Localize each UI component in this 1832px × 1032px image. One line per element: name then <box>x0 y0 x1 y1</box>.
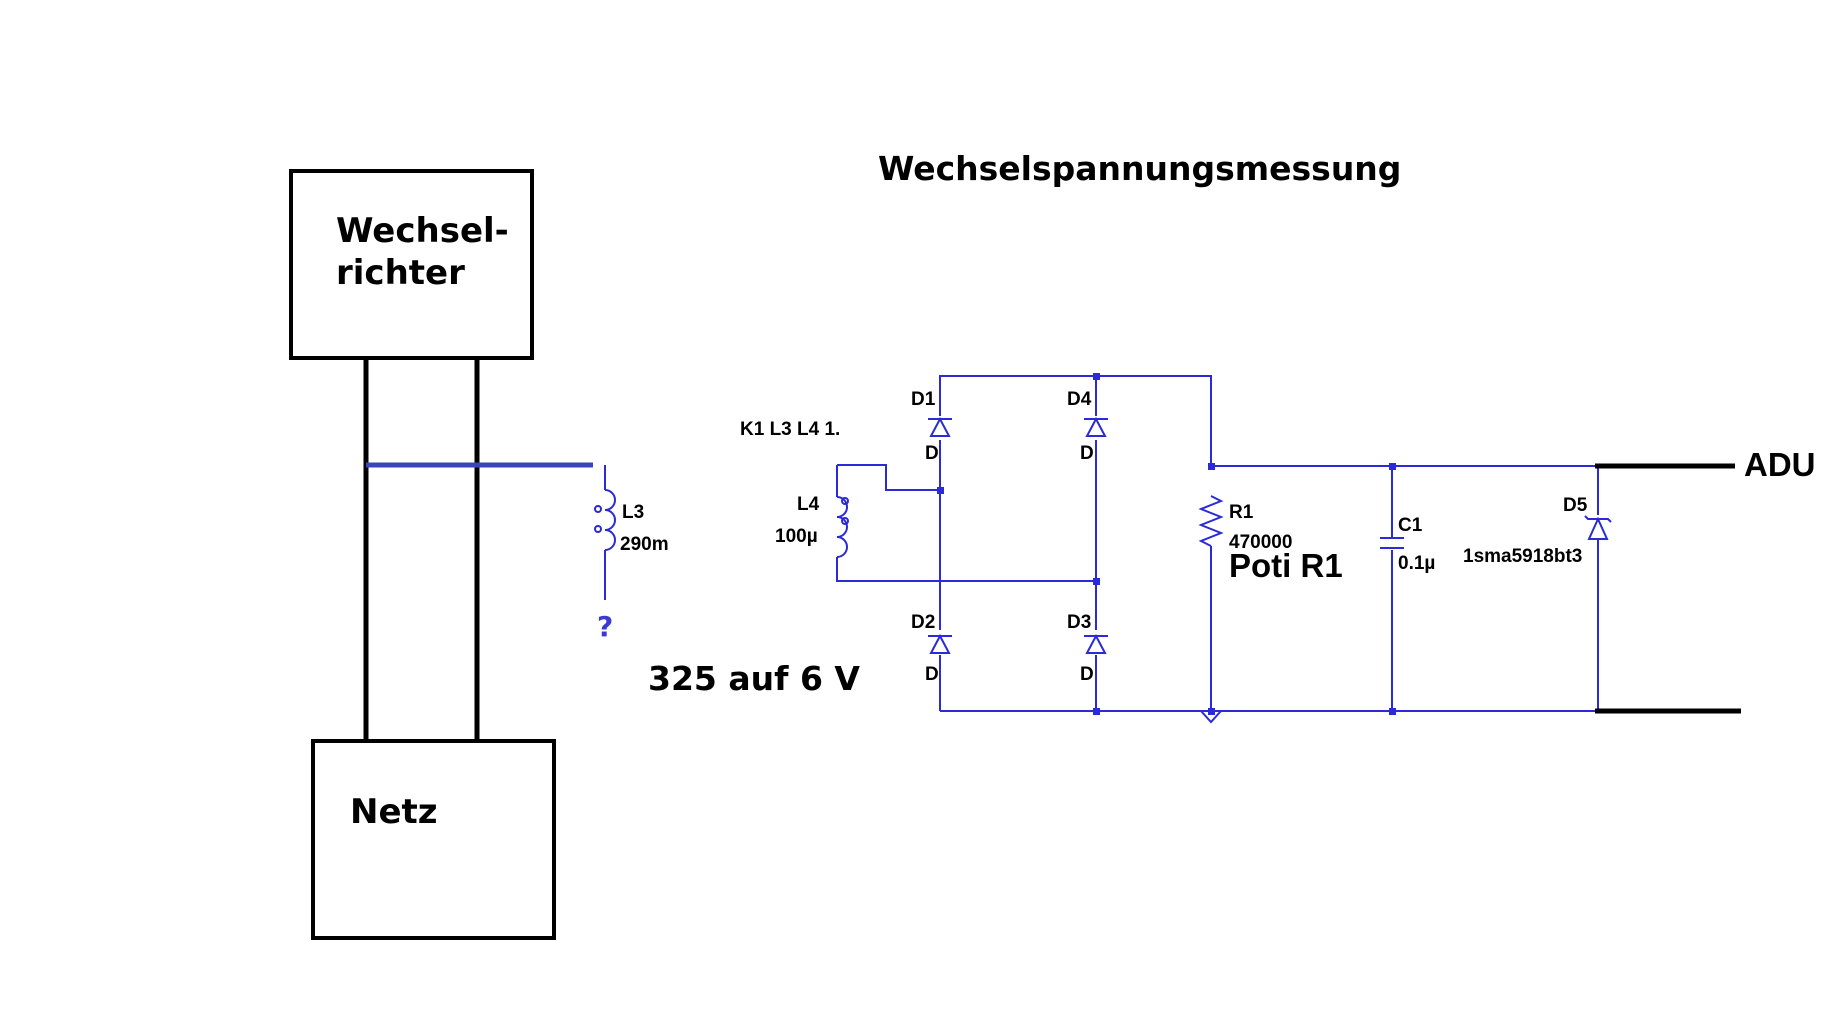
grid-label: Netz <box>350 792 438 832</box>
inverter-label-line1: Wechsel- <box>336 211 509 251</box>
ratio-note: 325 auf 6 V <box>648 659 860 698</box>
capacitor-C1 <box>1380 537 1404 549</box>
zener-D5 <box>1584 515 1612 540</box>
R1-name: R1 <box>1229 502 1254 523</box>
D3-model: D <box>1080 664 1094 685</box>
bridge-wiring <box>937 373 1599 724</box>
R1-value: 470000 <box>1229 532 1292 553</box>
D3-name: D3 <box>1067 612 1091 633</box>
grid-box <box>311 739 556 940</box>
coupling-directive: K1 L3 L4 1. <box>740 419 840 440</box>
diode-D1 <box>928 416 952 437</box>
question-mark: ? <box>597 610 613 643</box>
resistor-R1 <box>1198 495 1224 547</box>
inverter-label-line2: richter <box>336 253 465 293</box>
D1-name: D1 <box>911 389 936 410</box>
L3-value: 290m <box>620 534 669 555</box>
D4-model: D <box>1080 443 1094 464</box>
adu-label: ADU <box>1744 446 1816 483</box>
L4-value: 100µ <box>775 526 818 547</box>
L3-name: L3 <box>622 502 644 523</box>
C1-name: C1 <box>1398 515 1423 536</box>
diagram-title: Wechselspannungsmessung <box>878 149 1401 188</box>
C1-value: 0.1µ <box>1398 553 1435 574</box>
diode-D2 <box>928 633 952 654</box>
D5-model: 1sma5918bt3 <box>1463 546 1582 567</box>
D5-name: D5 <box>1563 495 1588 516</box>
diode-D3 <box>1084 633 1108 654</box>
R1-note: Poti R1 <box>1229 547 1343 584</box>
inverter-box <box>289 169 534 360</box>
D4-name: D4 <box>1067 389 1092 410</box>
D1-model: D <box>925 443 939 464</box>
inductor-L3 <box>594 465 616 600</box>
D2-name: D2 <box>911 612 935 633</box>
diode-D4 <box>1084 416 1108 437</box>
D2-model: D <box>925 664 939 685</box>
L4-name: L4 <box>797 494 820 515</box>
inductor-L4 <box>836 464 1096 582</box>
